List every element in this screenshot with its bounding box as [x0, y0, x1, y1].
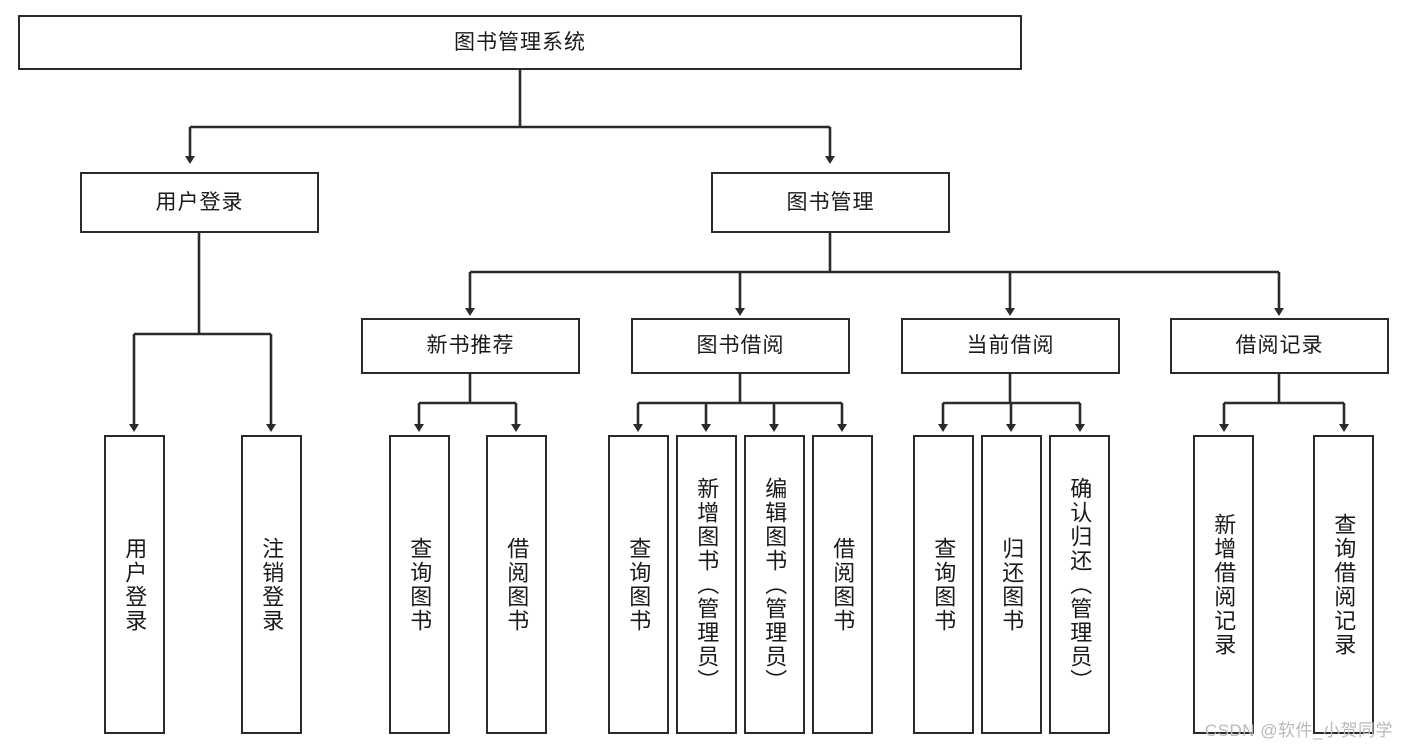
leaf-query-book-recommend[interactable]: 查询图书 [389, 435, 450, 734]
leaf-confirm-return-admin[interactable]: 确认归还（管理员） [1049, 435, 1110, 734]
node-label: 查询图书 [626, 536, 652, 633]
node-label: 用户登录 [155, 190, 244, 214]
leaf-add-book-admin[interactable]: 新增图书（管理员） [676, 435, 737, 734]
node-label: 注销登录 [259, 536, 285, 633]
node-label: 借阅图书 [830, 536, 856, 633]
node-label: 编辑图书（管理员） [762, 476, 788, 693]
node-label: 新增借阅记录 [1211, 512, 1237, 657]
node-label: 查询图书 [931, 536, 957, 633]
node-label: 确认归还（管理员） [1067, 476, 1093, 693]
leaf-query-book-current[interactable]: 查询图书 [913, 435, 974, 734]
node-label: 归还图书 [999, 536, 1025, 633]
node-borrow-record[interactable]: 借阅记录 [1170, 318, 1389, 374]
node-label: 借阅图书 [504, 536, 530, 633]
node-book-borrow[interactable]: 图书借阅 [631, 318, 850, 374]
leaf-user-login[interactable]: 用户登录 [104, 435, 165, 734]
node-current-borrow[interactable]: 当前借阅 [901, 318, 1120, 374]
leaf-query-book-borrow[interactable]: 查询图书 [608, 435, 669, 734]
node-label: 新增图书（管理员） [694, 476, 720, 693]
leaf-borrow-book[interactable]: 借阅图书 [812, 435, 873, 734]
leaf-add-borrow-record[interactable]: 新增借阅记录 [1193, 435, 1254, 734]
watermark: CSDN @软件_小贺同学 [1204, 721, 1393, 740]
leaf-query-borrow-record[interactable]: 查询借阅记录 [1313, 435, 1374, 734]
node-user-login[interactable]: 用户登录 [80, 172, 319, 233]
node-label: 用户登录 [122, 536, 148, 633]
node-label: 查询图书 [407, 536, 433, 633]
node-book-management[interactable]: 图书管理 [711, 172, 950, 233]
node-label: 借阅记录 [1235, 334, 1324, 358]
node-label: 当前借阅 [966, 334, 1055, 358]
node-label: 图书管理 [786, 190, 875, 214]
node-label: 图书借阅 [696, 334, 785, 358]
node-label: 图书管理系统 [454, 30, 586, 54]
node-label: 查询借阅记录 [1331, 512, 1357, 657]
node-new-book-recommend[interactable]: 新书推荐 [361, 318, 580, 374]
leaf-borrow-book-recommend[interactable]: 借阅图书 [486, 435, 547, 734]
node-label: 新书推荐 [426, 334, 515, 358]
leaf-logout-login[interactable]: 注销登录 [241, 435, 302, 734]
leaf-edit-book-admin[interactable]: 编辑图书（管理员） [744, 435, 805, 734]
leaf-return-book[interactable]: 归还图书 [981, 435, 1042, 734]
node-root-book-management-system[interactable]: 图书管理系统 [18, 15, 1022, 70]
